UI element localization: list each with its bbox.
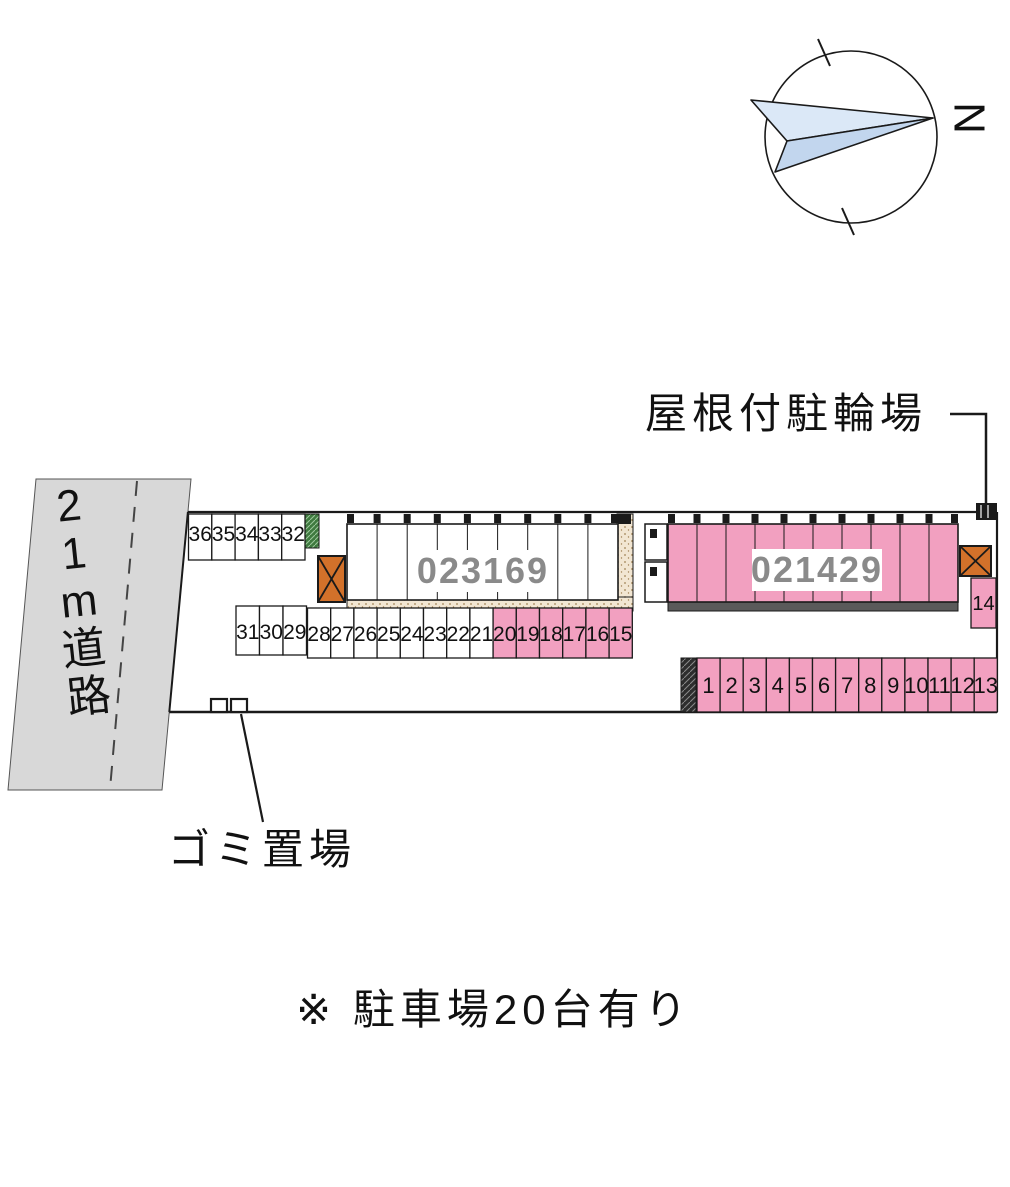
parking-space-number-2: 2 (725, 673, 737, 698)
parking-space-number-30: 30 (260, 621, 283, 644)
garbage-box-2 (229, 697, 249, 714)
parking-space-number-11: 11 (928, 673, 951, 698)
parking-space-number-3: 3 (749, 673, 761, 698)
balcony-tick (896, 514, 904, 523)
parking-space-number-28: 28 (307, 623, 330, 646)
stair-unit-2-mark (650, 567, 657, 576)
parking-space-number-31: 31 (236, 621, 259, 644)
balcony-tick (951, 514, 958, 523)
parking-space-29 (282, 605, 308, 656)
covered-bicycle-parking (976, 503, 997, 520)
parking-space-number-22: 22 (447, 623, 470, 646)
balcony-tick (433, 514, 441, 523)
balcony-tick (554, 514, 562, 523)
parking-space-number-29: 29 (283, 621, 306, 644)
compass-top-tick (817, 38, 831, 67)
parking-space-number-23: 23 (423, 623, 446, 646)
parking-space-number-15: 15 (609, 623, 632, 646)
parking-space-number-32: 32 (282, 523, 305, 546)
balcony-tick (838, 514, 846, 523)
parking-space-number-16: 16 (586, 623, 609, 646)
parking-space-number-36: 36 (189, 523, 212, 546)
garbage-label: ゴミ置場 (168, 826, 356, 873)
compass-bottom-tick (841, 207, 855, 236)
parking-space-number-24: 24 (400, 623, 424, 646)
parking-space-number-14: 14 (972, 593, 994, 615)
garbage-label-leader (239, 713, 265, 823)
balcony-tick (611, 514, 618, 523)
compass-north-label: N (944, 102, 993, 134)
bicycle-shed (976, 503, 997, 520)
balcony-tick (722, 514, 730, 523)
parking-space-number-19: 19 (516, 623, 539, 646)
parking-space-number-6: 6 (818, 673, 830, 698)
road: 21m道路 (7, 478, 192, 791)
bicycle-label-leader (950, 412, 988, 504)
parking-space-number-33: 33 (258, 523, 281, 546)
road-label: 21m道路 (44, 479, 113, 723)
parking-space-number-10: 10 (904, 673, 928, 698)
parking-space-number-35: 35 (212, 523, 235, 546)
parking-space-number-8: 8 (864, 673, 876, 698)
parking-space-number-17: 17 (563, 623, 586, 646)
stair-unit-1-mark (650, 529, 657, 538)
balcony-tick (403, 514, 411, 523)
parking-space-number-26: 26 (354, 623, 377, 646)
garbage-place (209, 697, 249, 714)
parking-space-number-21: 21 (470, 623, 493, 646)
parking-space-number-13: 13 (974, 673, 998, 698)
road-surface (7, 478, 192, 791)
parking-space-32 (281, 513, 306, 561)
corner-block (618, 514, 631, 524)
balcony-tick (668, 514, 675, 523)
stair-box-left (317, 555, 346, 603)
balcony-tick (780, 514, 788, 523)
compass-needle-lower (774, 117, 934, 173)
compass: N (750, 38, 993, 236)
building-b-stair-units (644, 523, 668, 603)
parking-space-number-5: 5 (795, 673, 807, 698)
bike-rack-strip (680, 657, 697, 713)
balcony-tick (693, 514, 701, 523)
parking-space-number-20: 20 (493, 623, 516, 646)
building-b-label-box (752, 549, 882, 591)
balcony-tick (347, 514, 354, 523)
parking-space-14 (970, 577, 997, 629)
balcony-tick (809, 514, 817, 523)
parking-space-number-4: 4 (772, 673, 784, 698)
balcony-tick (751, 514, 759, 523)
parking-space-number-27: 27 (331, 623, 354, 646)
compass-circle (764, 50, 938, 224)
balcony-tick (867, 514, 875, 523)
gravel-strip-vertical (616, 513, 634, 605)
planting-strip (304, 513, 320, 549)
parking-space-number-25: 25 (377, 623, 400, 646)
parking-space-15 (608, 607, 633, 659)
parking-space-number-9: 9 (887, 673, 899, 698)
building-a-label: 023169 (417, 550, 549, 591)
building-labels: 023169 021429 (412, 549, 883, 592)
boundary-left (168, 511, 189, 713)
garbage-box-1 (209, 697, 229, 714)
bicycle-parking-label: 屋根付駐輪場 (645, 390, 927, 437)
balcony-tick (925, 514, 933, 523)
building-a-label-box (412, 550, 554, 592)
stair-boxes (317, 545, 992, 603)
parking-space-number-18: 18 (539, 623, 562, 646)
balcony-tick (373, 514, 381, 523)
balcony-tick (463, 514, 471, 523)
balcony-tick (524, 514, 532, 523)
parking-space-number-7: 7 (841, 673, 853, 698)
parking-note: ※ 駐車場20台有り (296, 986, 692, 1033)
stair-box-right (959, 545, 992, 577)
balcony-tick (494, 514, 502, 523)
parking-space-13 (973, 657, 998, 713)
parking-space-number-1: 1 (702, 673, 714, 698)
balcony-tick (584, 514, 592, 523)
parking-space-number-34: 34 (235, 523, 259, 546)
building-b-label: 021429 (751, 549, 883, 590)
parking-space-number-12: 12 (950, 673, 974, 698)
